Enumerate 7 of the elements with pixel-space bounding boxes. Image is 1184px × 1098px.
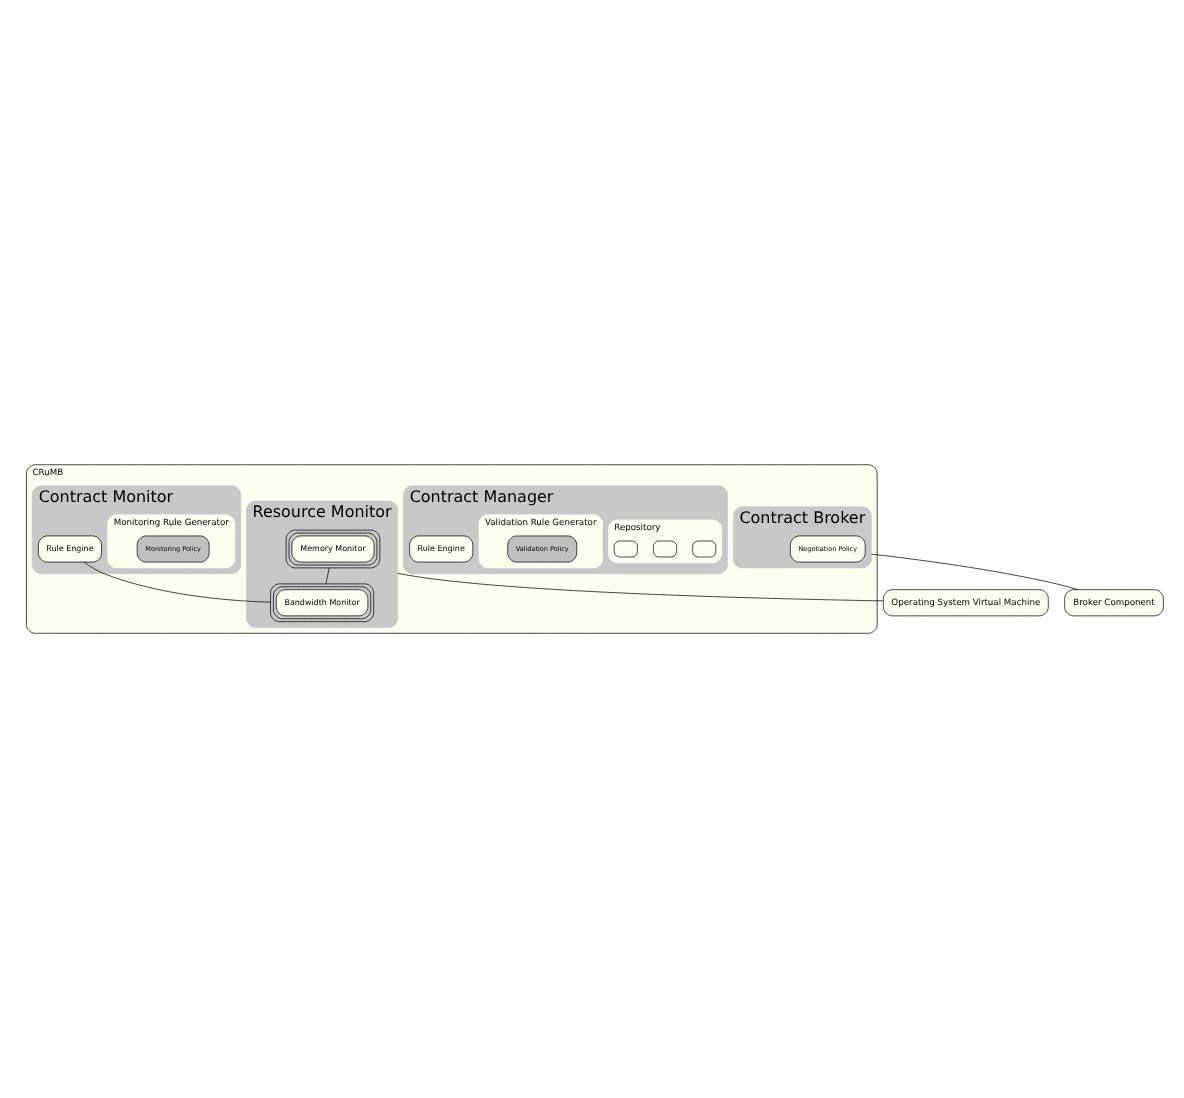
connector xyxy=(397,572,884,602)
node-box xyxy=(653,540,677,558)
node-box xyxy=(692,540,717,558)
connector xyxy=(871,553,1079,590)
node-box xyxy=(613,540,638,558)
connector xyxy=(325,567,330,585)
connector xyxy=(84,561,271,603)
